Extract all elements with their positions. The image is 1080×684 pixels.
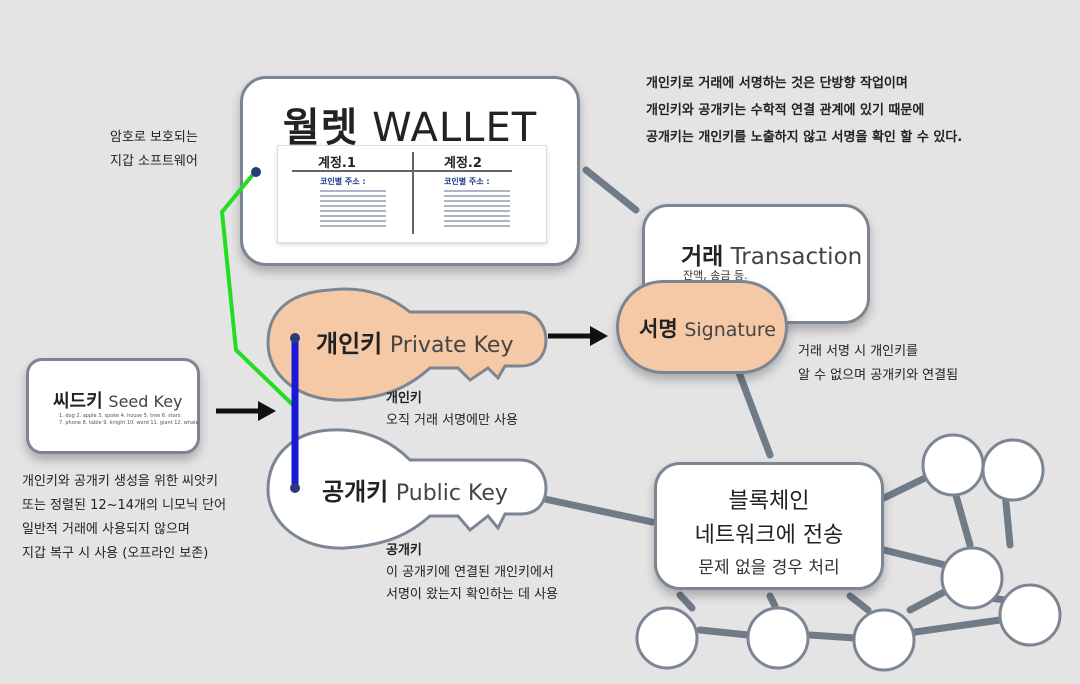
network-node: [635, 606, 699, 670]
network-node: [940, 546, 1004, 610]
network-node: [746, 606, 810, 670]
seed-key-title: 씨드키 Seed Key: [53, 387, 183, 413]
seed-key-title-ko: 씨드키: [53, 391, 103, 412]
signature-title: 서명 Signature: [639, 313, 776, 343]
blockchain-card: 블록체인 네트워크에 전송 문제 없을 경우 처리: [654, 462, 884, 590]
seed-note: 개인키와 공개키 생성을 위한 씨앗키 또는 정렬된 12~14개의 니모닉 단…: [22, 470, 226, 566]
seed-note-line1: 개인키와 공개키 생성을 위한 씨앗키: [22, 474, 218, 489]
wallet-accounts-sheet: 계정.1 계정.2 코인별 주소 : 코인별 주소 :: [277, 145, 547, 243]
wallet-note: 암호로 보호되는 지갑 소프트웨어: [110, 126, 198, 174]
wallet-title: 월렛 WALLET: [243, 95, 577, 153]
transaction-title-en: Transaction: [730, 244, 863, 270]
signature-bubble: 서명 Signature: [616, 280, 788, 374]
account-1-address-label: 코인별 주소 :: [320, 177, 366, 186]
top-explanation-line2: 개인키와 공개키는 수학적 연결 관계에 있기 때문에: [646, 103, 925, 118]
account-2-address-lines: [444, 190, 510, 230]
private-key-title-en: Private Key: [389, 333, 514, 358]
wallet-to-private-key-link: [219, 170, 295, 407]
transaction-title: 거래 Transaction: [681, 237, 862, 271]
blockchain-line1: 블록체인: [728, 489, 810, 514]
transaction-title-ko: 거래: [681, 244, 724, 270]
signature-note: 거래 서명 시 개인키를 알 수 없으며 공개키와 연결됨: [798, 340, 958, 388]
private-key-note-text: 오직 거래 서명에만 사용: [386, 413, 518, 428]
signature-note-line2: 알 수 없으며 공개키와 연결됨: [798, 368, 959, 383]
top-explanation-line1: 개인키로 거래에 서명하는 것은 단방향 작업이며: [646, 76, 908, 91]
signature-blockchain-connector: [731, 358, 774, 459]
privatekey-to-signature-arrowhead: [590, 326, 608, 346]
wallet-transaction-connector: [582, 166, 640, 214]
account-1-address-lines: [320, 190, 386, 230]
signature-note-line1: 거래 서명 시 개인키를: [798, 344, 919, 359]
publickey-blockchain-connector: [536, 494, 656, 526]
wallet-title-en: WALLET: [372, 105, 538, 151]
signature-title-ko: 서명: [639, 317, 678, 341]
seed-to-keys-arrowhead: [258, 401, 276, 421]
net-link: [806, 631, 859, 642]
public-key-note-line1: 이 공개키에 연결된 개인키에서: [386, 565, 554, 580]
public-key-title: 공개키 Public Key: [322, 472, 508, 507]
account-1-label: 계정.1: [318, 156, 356, 171]
blockchain-line3: 문제 없을 경우 처리: [698, 558, 840, 578]
net-link: [846, 592, 872, 614]
private-key-dot: [290, 333, 300, 343]
wallet-card: 월렛 WALLET 계정.1 계정.2 코인별 주소 : 코인별 주소 :: [240, 76, 580, 266]
net-link: [951, 488, 974, 549]
seed-note-line2: 또는 정렬된 12~14개의 니모닉 단어: [22, 498, 227, 513]
public-key-note-title: 공개키: [386, 543, 422, 558]
transaction-subtitle: 잔액, 송금 등.: [683, 269, 748, 282]
network-node: [981, 438, 1045, 502]
wallet-note-line2: 지갑 소프트웨어: [110, 154, 198, 169]
private-key-title: 개인키 Private Key: [316, 324, 513, 359]
wallet-link-dot: [251, 167, 261, 177]
private-key-note: 개인키 오직 거래 서명에만 사용: [386, 388, 518, 432]
sheet-divider-h: [292, 170, 512, 172]
sheet-divider-v: [412, 152, 414, 234]
signature-title-en: Signature: [684, 319, 776, 341]
net-link: [911, 616, 1004, 636]
seed-key-card: 씨드키 Seed Key 1. dog 2. apple 3. spoke 4.…: [26, 358, 200, 454]
public-key-dot: [290, 483, 300, 493]
account-2-address-label: 코인별 주소 :: [444, 177, 490, 186]
net-link: [1001, 488, 1014, 549]
net-link: [880, 546, 949, 569]
top-explanation: 개인키로 거래에 서명하는 것은 단방향 작업이며 개인키와 공개키는 수학적 …: [646, 70, 962, 151]
seed-note-line4: 지갑 복구 시 사용 (오프라인 보존): [22, 546, 209, 561]
account-2-label: 계정.2: [444, 156, 482, 171]
net-link: [880, 474, 929, 502]
net-link: [906, 586, 952, 614]
seed-key-title-en: Seed Key: [108, 392, 183, 411]
net-link: [766, 592, 779, 610]
net-link: [696, 626, 752, 639]
public-key-title-en: Public Key: [395, 481, 508, 506]
wallet-title-ko: 월렛: [282, 105, 359, 151]
wallet-note-line1: 암호로 보호되는: [110, 130, 198, 145]
net-link: [676, 591, 696, 612]
blockchain-line2: 네트워크에 전송: [694, 523, 844, 548]
private-key-title-ko: 개인키: [316, 330, 383, 358]
private-key-shape: [266, 287, 548, 402]
seed-note-line3: 일반적 거래에 사용되지 않으며: [22, 522, 190, 537]
top-explanation-line3: 공개키는 개인키를 노출하지 않고 서명을 확인 할 수 있다.: [646, 130, 963, 145]
network-node: [852, 608, 916, 672]
public-key-note-line2: 서명이 왔는지 확인하는 데 사용: [386, 587, 559, 602]
seed-words-line1: 1. dog 2. apple 3. spoke 4. house 5. tre…: [59, 413, 181, 419]
private-key-note-title: 개인키: [386, 391, 422, 406]
network-node: [998, 583, 1062, 647]
seed-words-line2: 7. phone 8. table 9. knight 10. word 11.…: [59, 420, 199, 426]
public-key-note: 공개키 이 공개키에 연결된 개인키에서 서명이 왔는지 확인하는 데 사용: [386, 540, 558, 606]
public-key-title-ko: 공개키: [322, 478, 389, 506]
public-key-shape: [266, 428, 548, 550]
